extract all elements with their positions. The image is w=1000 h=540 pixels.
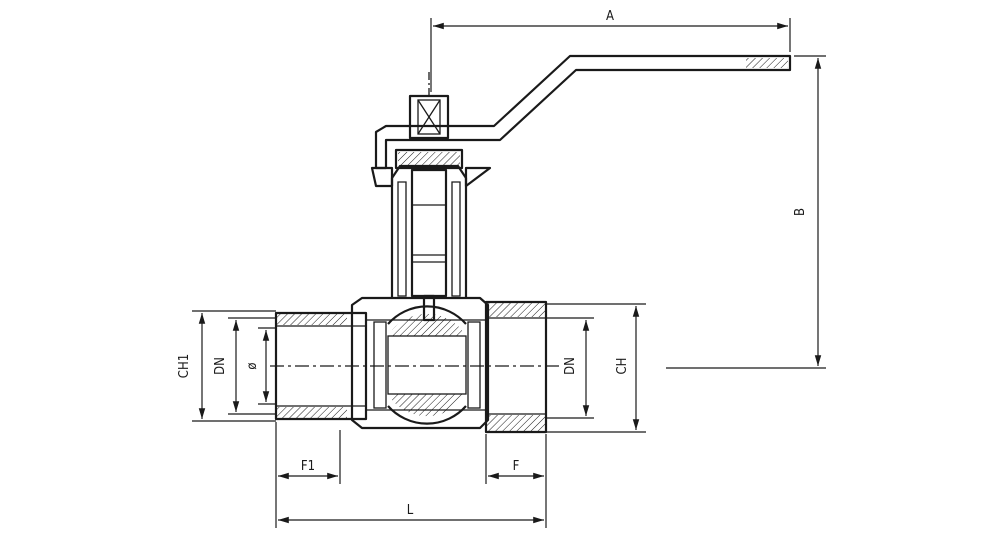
dim-label-f1: F1 <box>301 459 315 474</box>
dim-label-l: L <box>407 503 414 518</box>
dimensions <box>192 18 826 528</box>
dim-label-dn-left: DN <box>213 357 228 375</box>
dim-label-a: A <box>606 9 614 24</box>
dim-label-f: F <box>513 459 520 474</box>
lever-handle <box>374 54 792 170</box>
valve-body <box>270 296 560 434</box>
valve-stem <box>370 148 492 322</box>
dim-label-b: B <box>793 208 808 216</box>
dim-label-ch: CH <box>615 358 630 375</box>
dim-label-dn-right: DN <box>563 357 578 375</box>
dim-label-ch1: CH1 <box>177 354 192 378</box>
dim-label-phi: ø <box>245 362 260 369</box>
